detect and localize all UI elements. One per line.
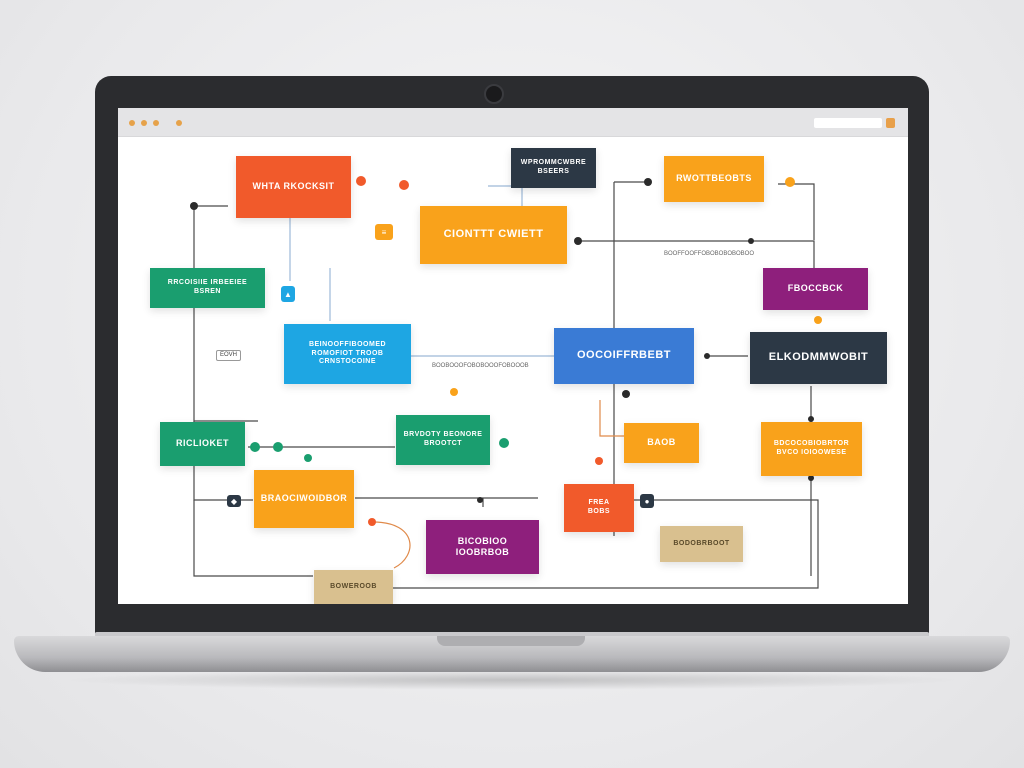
- node-n2[interactable]: WPROMMCWBRE BSEERS: [511, 148, 596, 188]
- edge-label-tag: EOVH: [216, 350, 242, 361]
- edge-label-tag: BOOFFOOFFOBOBOBOBOBOO: [664, 251, 755, 257]
- link-icon[interactable]: ◆: [227, 495, 241, 507]
- note-icon[interactable]: ≡: [375, 224, 393, 240]
- node-n14[interactable]: BRAOCIWOIDBOR: [254, 470, 354, 528]
- pin-icon[interactable]: ▲: [281, 286, 295, 302]
- browser-toolbar: [118, 108, 908, 137]
- node-n3[interactable]: CIONTTT CWIETT: [420, 206, 567, 264]
- node-n5[interactable]: RRCOISIIE IRBEEIEE BSREN: [150, 268, 265, 308]
- node-n6[interactable]: FBOCCBCK: [763, 268, 868, 310]
- diagram-canvas: WHTA RKOCKSIT WPROMMCWBRE BSEERS CIONTTT…: [118, 136, 908, 604]
- laptop-notch: [437, 636, 585, 646]
- address-bar[interactable]: [814, 118, 882, 128]
- node-n17[interactable]: BODOBRBOOT: [660, 526, 743, 562]
- link-icon[interactable]: ●: [640, 494, 654, 508]
- window-dot-extra: [176, 120, 182, 126]
- node-n18[interactable]: BOWEROOB: [314, 570, 393, 604]
- window-dot-minimize[interactable]: [141, 120, 147, 126]
- browser-menu-icon[interactable]: [886, 118, 895, 128]
- webcam: [484, 84, 504, 104]
- edge-label-tag: BOOBOOOFOBOBOOOFOBOOOB: [432, 363, 529, 369]
- window-dot-maximize[interactable]: [153, 120, 159, 126]
- node-n9[interactable]: ELKODMMWOBIT: [750, 332, 887, 384]
- laptop-shadow: [60, 670, 964, 690]
- node-n11[interactable]: BRVDOTY BEONORE BROOTCT: [396, 415, 490, 465]
- node-n7[interactable]: BEINOOFFIBOOMED ROMOFIOT TROOB CRNSTOCOI…: [284, 324, 411, 384]
- node-n12[interactable]: BAOB: [624, 423, 699, 463]
- node-n15[interactable]: FREA BOBS: [564, 484, 634, 532]
- connector-lines: [190, 176, 822, 589]
- node-n8[interactable]: OOCOIFFRBEBT: [554, 328, 694, 384]
- node-n4[interactable]: RWOTTBEOBTS: [664, 156, 764, 202]
- node-n10[interactable]: RICLIOKET: [160, 422, 245, 466]
- node-n1[interactable]: WHTA RKOCKSIT: [236, 156, 351, 218]
- laptop-screen: WHTA RKOCKSIT WPROMMCWBRE BSEERS CIONTTT…: [118, 108, 908, 604]
- window-dot-close[interactable]: [129, 120, 135, 126]
- node-n16[interactable]: BICOBIOO IOOBRBOB: [426, 520, 539, 574]
- node-n13[interactable]: BDCOCOBIOBRTOR BVCO IOIOOWESE: [761, 422, 862, 476]
